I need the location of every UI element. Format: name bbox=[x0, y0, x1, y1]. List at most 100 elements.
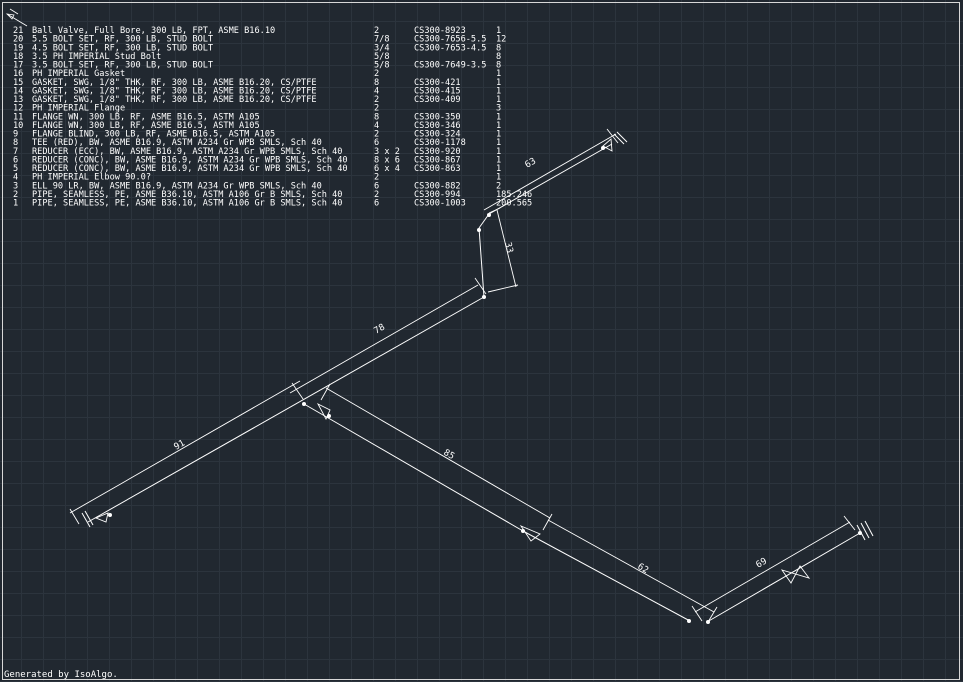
dimension-69: 69 bbox=[691, 515, 856, 622]
bom-desc-cell: 3.5 BOLT SET, RF, 300 LB, STUD BOLT bbox=[32, 61, 213, 71]
bom-size-cell: 2 bbox=[374, 173, 379, 183]
bom-code-cell: CS300-7653-4.5 bbox=[414, 43, 486, 53]
bom-qty-cell: 1 bbox=[496, 138, 501, 148]
bom-no-cell: 5 bbox=[13, 164, 18, 174]
bom-qty-cell: 1 bbox=[496, 86, 501, 96]
bom-code-cell: CS300-346 bbox=[414, 121, 461, 131]
bom-desc-cell: REDUCER (ECC), BW, ASME B16.9, ASTM A234… bbox=[32, 147, 342, 157]
bom-desc-cell: PH IMPERIAL Flange bbox=[32, 104, 125, 114]
bom-size-cell: 7/8 bbox=[374, 35, 390, 45]
dimension-91: 91 bbox=[69, 380, 304, 525]
bom-qty-cell: 1 bbox=[496, 112, 501, 122]
bom-size-cell: 2 bbox=[374, 104, 379, 114]
bom-desc-cell: FLANGE WN, 300 LB, RF, ASME B16.5, ASTM … bbox=[32, 112, 260, 122]
bom-size-cell: 4 bbox=[374, 121, 379, 131]
bom-qty-cell: 1 bbox=[496, 121, 501, 131]
bom-row: 2 PIPE, SEAMLESS, PE, ASME B36.10, ASTM A… bbox=[13, 190, 532, 200]
bom-qty-cell: 8 bbox=[496, 52, 501, 62]
flange-symbol-left bbox=[81, 510, 94, 528]
bom-qty-cell: 8 bbox=[496, 61, 501, 71]
bom-code-cell: CS300-7656-5.5 bbox=[414, 35, 486, 45]
bom-code-cell: CS300-920 bbox=[414, 147, 461, 157]
bom-code-cell: CS300-863 bbox=[414, 164, 461, 174]
bom-size-cell: 8 bbox=[374, 112, 379, 122]
dimension-63: 63 bbox=[483, 128, 619, 211]
bom-size-cell: 5/8 bbox=[374, 61, 390, 71]
bom-no-cell: 10 bbox=[13, 121, 23, 131]
bom-qty-cell: 200.565 bbox=[496, 199, 532, 209]
bom-desc-cell: PIPE, SEAMLESS, PE, ASME B36.10, ASTM A1… bbox=[32, 190, 342, 200]
bom-code-cell: CS300-350 bbox=[414, 112, 461, 122]
bom-size-cell: 3 x 2 bbox=[374, 147, 400, 157]
bom-size-cell: 2 bbox=[374, 190, 379, 200]
bom-code-cell: CS300-8923 bbox=[414, 26, 466, 36]
bom-desc-cell: GASKET, SWG, 1/8" THK, RF, 300 LB, ASME … bbox=[32, 86, 317, 96]
bom-no-cell: 12 bbox=[13, 104, 23, 114]
bom-no-cell: 15 bbox=[13, 78, 23, 88]
bom-no-cell: 16 bbox=[13, 69, 23, 79]
dimension-91-label: 91 bbox=[173, 439, 187, 453]
bom-size-cell: 6 x 4 bbox=[374, 164, 400, 174]
bom-size-cell: 2 bbox=[374, 95, 379, 105]
bom-qty-cell: 1 bbox=[496, 164, 501, 174]
dimension-78-label: 78 bbox=[373, 323, 387, 337]
bom-code-cell: CS300-882 bbox=[414, 181, 461, 191]
bom-no-cell: 21 bbox=[13, 26, 23, 36]
bom-qty-cell: 2 bbox=[496, 181, 501, 191]
bom-row: 20 5.5 BOLT SET, RF, 300 LB, STUD BOLT 7/8… bbox=[13, 35, 506, 45]
north-arrow-icon bbox=[5, 8, 28, 27]
bom-desc-cell: TEE (RED), BW, ASME B16.9, ASTM A234 Gr … bbox=[32, 138, 322, 148]
bom-qty-cell: 1 bbox=[496, 78, 501, 88]
bom-no-cell: 9 bbox=[13, 130, 18, 140]
dimension-69-label: 69 bbox=[755, 557, 769, 571]
bom-desc-cell: 3.5 PH IMPERIAL Stud Bolt bbox=[32, 52, 161, 62]
bom-no-cell: 8 bbox=[13, 138, 18, 148]
bom-desc-cell: 5.5 BOLT SET, RF, 300 LB, STUD BOLT bbox=[32, 35, 213, 45]
bom-desc-cell: 4.5 BOLT SET, RF, 300 LB, STUD BOLT bbox=[32, 43, 213, 53]
bom-no-cell: 4 bbox=[13, 173, 18, 183]
reducer-symbol-left bbox=[94, 512, 109, 523]
bom-code-cell: CS300-1003 bbox=[414, 199, 466, 209]
dimension-63-label: 63 bbox=[524, 157, 538, 171]
bom-no-cell: 3 bbox=[13, 181, 18, 191]
bom-no-cell: 6 bbox=[13, 155, 18, 165]
valve-symbol bbox=[780, 565, 811, 584]
bom-desc-cell: PIPE, SEAMLESS, PE, ASME B36.10, ASTM A1… bbox=[32, 199, 342, 209]
bom-desc-cell: GASKET, SWG, 1/8" THK, RF, 300 LB, ASME … bbox=[32, 95, 317, 105]
bom-no-cell: 1 bbox=[13, 199, 18, 209]
bom-code-cell: CS300-409 bbox=[414, 95, 461, 105]
bom-qty-cell: 1 bbox=[496, 26, 501, 36]
dimension-78: 78 bbox=[289, 277, 487, 394]
bom-qty-cell: 1 bbox=[496, 130, 501, 140]
bom-desc-cell: PH IMPERIAL Gasket bbox=[32, 69, 125, 79]
reducer-symbol-tee bbox=[316, 402, 331, 421]
bom-desc-cell: Ball Valve, Full Bore, 300 LB, FPT, ASME… bbox=[32, 26, 275, 36]
bom-qty-cell: 1 bbox=[496, 173, 501, 183]
bom-size-cell: 4 bbox=[374, 86, 379, 96]
bom-code-cell: CS300-415 bbox=[414, 86, 461, 96]
bom-no-cell: 20 bbox=[13, 35, 23, 45]
bom-code-cell: CS300-421 bbox=[414, 78, 461, 88]
bom-qty-cell: 12 bbox=[496, 35, 506, 45]
bom-no-cell: 18 bbox=[13, 52, 23, 62]
dimension-62: 62 bbox=[547, 519, 718, 623]
bom-no-cell: 14 bbox=[13, 86, 23, 96]
dimension-85: 85 bbox=[320, 383, 553, 531]
flange-symbol-right bbox=[856, 520, 874, 541]
dimension-33-label: 33 bbox=[502, 241, 514, 254]
bom-size-cell: 8 bbox=[374, 78, 379, 88]
bom-size-cell: 2 bbox=[374, 26, 379, 36]
dimension-62-label: 62 bbox=[636, 562, 650, 576]
bom-qty-cell: 1 bbox=[496, 95, 501, 105]
bom-desc-cell: GASKET, SWG, 1/8" THK, RF, 300 LB, ASME … bbox=[32, 78, 317, 88]
